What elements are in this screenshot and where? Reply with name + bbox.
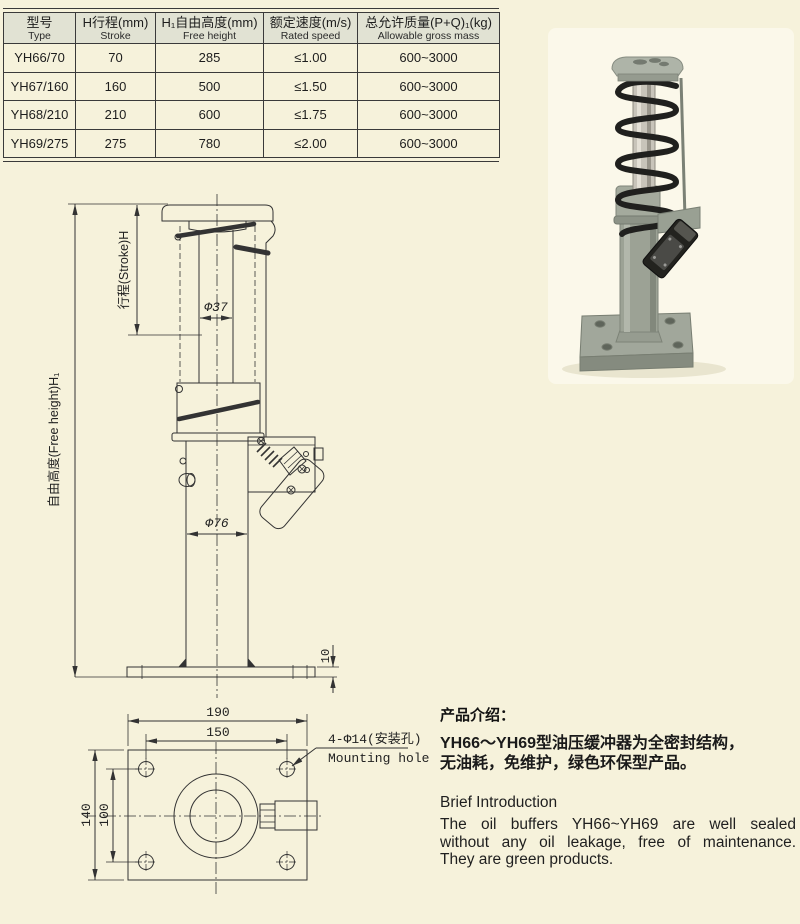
spec-table: 型号 Type H行程(mm) Stroke H₁自由高度(mm) Free h… (3, 12, 500, 158)
header-type: 型号 Type (3, 12, 76, 44)
photo-cap (611, 56, 684, 82)
drawing-base-plate (75, 657, 337, 679)
dim-150-label: 150 (206, 725, 229, 740)
stroke-dimension: 行程(Stroke)H (116, 205, 202, 336)
header-free-height-zh: H₁自由高度(mm) (161, 14, 258, 30)
dim-140-label: 140 (79, 803, 94, 826)
drawing-limit-switch (256, 442, 325, 530)
cell-stroke: 70 (75, 43, 156, 73)
cell-stroke: 210 (75, 100, 156, 130)
base-view-drawing: 190 150 140 100 4-Φ14(安装孔) Mount (79, 705, 429, 896)
cell-rated-speed: ≤1.50 (263, 71, 358, 101)
cell-gross-mass: 600~3000 (357, 100, 500, 130)
cell-free-height: 500 (155, 71, 264, 101)
free-height-dimension: 自由高度(Free height)H₁ (46, 203, 168, 677)
photo-spring (614, 78, 680, 237)
header-gross-mass-en: Allowable gross mass (377, 29, 480, 42)
cylinder-outline-circle (173, 773, 259, 859)
table-header-row: 型号 Type H行程(mm) Stroke H₁自由高度(mm) Free h… (3, 12, 500, 44)
cell-gross-mass: 600~3000 (357, 43, 500, 73)
plate-thickness-label: 10 (319, 649, 333, 663)
intro-en-title: Brief Introduction (440, 794, 558, 811)
photo-background (548, 28, 794, 384)
free-height-label: 自由高度(Free height)H₁ (46, 373, 61, 508)
dim-150: 150 (145, 725, 288, 759)
header-type-zh: 型号 (26, 14, 53, 30)
mounting-hole-callout-en: Mounting hole (328, 751, 429, 766)
cell-stroke: 160 (75, 71, 156, 101)
cell-type: YH69/275 (3, 128, 76, 158)
product-photo (548, 28, 794, 384)
intro-en-line: They are green products. (440, 851, 614, 868)
stroke-label: 行程(Stroke)H (116, 231, 131, 309)
cell-type: YH68/210 (3, 100, 76, 130)
intro-zh-title: 产品介绍： (440, 707, 516, 724)
cell-stroke: 275 (75, 128, 156, 158)
bore-circle (189, 789, 243, 843)
cell-gross-mass: 600~3000 (357, 71, 500, 101)
header-rated-speed-en: Rated speed (280, 29, 341, 42)
dim-100: 100 (97, 768, 138, 863)
cell-rated-speed: ≤1.00 (263, 43, 358, 73)
drawing-switch-bracket (247, 436, 324, 493)
header-gross-mass-zh: 总允许质量(P+Q)₁(kg) (365, 14, 492, 30)
dim-190-label: 190 (206, 705, 229, 720)
cell-free-height: 285 (155, 43, 264, 73)
side-port (259, 800, 318, 831)
table-row: YH69/275 275 780 ≤2.00 600~3000 (3, 128, 500, 158)
cell-free-height: 780 (155, 128, 264, 158)
intro-en-line: without any oil leakage, free of mainten… (440, 833, 796, 851)
table-row: YH68/210 210 600 ≤1.75 600~3000 (3, 100, 500, 130)
dim-140: 140 (79, 749, 124, 881)
drawing-spring-top-coil (174, 221, 257, 241)
header-stroke: H行程(mm) Stroke (75, 12, 156, 44)
spring-envelope-right (265, 220, 276, 437)
cell-rated-speed: ≤1.75 (263, 100, 358, 130)
cylinder-diameter-label: Φ76 (205, 516, 229, 531)
header-rated-speed: 额定速度(m/s) Rated speed (263, 12, 358, 44)
header-type-en: Type (28, 29, 51, 42)
photo-limit-switch (642, 218, 699, 279)
header-stroke-zh: H行程(mm) (82, 14, 149, 30)
drawing-spring-cup (171, 382, 265, 442)
dim-190: 190 (127, 705, 308, 746)
mounting-holes (135, 758, 298, 873)
rod-diameter-label: Φ37 (204, 300, 228, 315)
mounting-hole-callout: 4-Φ14(安装孔) Mounting hole (291, 732, 429, 767)
drawing-side-pin (233, 244, 271, 256)
product-introduction: 产品介绍： YH66～YH69型油压缓冲器为全密封结构， 无油耗，免维护，绿色环… (440, 704, 796, 869)
photo-guard-rod (679, 77, 687, 219)
table-row: YH67/160 160 500 ≤1.50 600~3000 (3, 71, 500, 101)
spec-table-wrap: 型号 Type H行程(mm) Stroke H₁自由高度(mm) Free h… (3, 8, 500, 162)
cell-rated-speed: ≤2.00 (263, 128, 358, 158)
header-gross-mass: 总允许质量(P+Q)₁(kg) Allowable gross mass (357, 12, 500, 44)
cell-type: YH67/160 (3, 71, 76, 101)
header-free-height: H₁自由高度(mm) Free height (155, 12, 264, 44)
plate-outline (127, 749, 308, 881)
header-free-height-en: Free height (182, 29, 237, 42)
cell-free-height: 600 (155, 100, 264, 130)
cylinder-diameter-dimension: Φ76 (187, 516, 247, 537)
main-drawing: 自由高度(Free height)H₁ 行程(Stroke)H (46, 194, 339, 698)
intro-zh-line: 无油耗，免维护，绿色环保型产品。 (440, 755, 697, 772)
photo-cylinder (619, 221, 659, 333)
table-row: YH66/70 70 285 ≤1.00 600~3000 (3, 43, 500, 73)
cell-type: YH66/70 (3, 43, 76, 73)
dim-100-label: 100 (97, 803, 112, 826)
rod-diameter-dimension: Φ37 (200, 300, 232, 321)
mounting-hole-callout-zh: 4-Φ14(安装孔) (328, 732, 422, 747)
plate-thickness-dimension: 10 (317, 645, 339, 693)
drawing-piston-rod (198, 230, 234, 383)
drawing-bleed-valve (178, 457, 196, 487)
header-stroke-en: Stroke (100, 29, 131, 42)
intro-zh-line: YH66～YH69型油压缓冲器为全密封结构， (440, 735, 745, 752)
cell-gross-mass: 600~3000 (357, 128, 500, 158)
header-rated-speed-zh: 额定速度(m/s) (269, 14, 352, 30)
intro-en-line: The oil buffers YH66~YH69 are well seale… (440, 816, 796, 833)
